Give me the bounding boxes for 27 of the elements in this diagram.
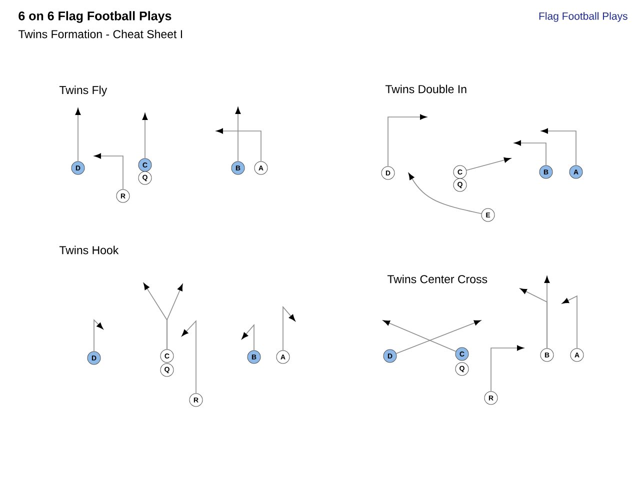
route-arrow [490,345,524,392]
play-title: Twins Hook [59,246,119,254]
route-arrow [383,320,456,352]
header-text: Flag Football Plays [539,12,628,22]
route-arrow [541,128,576,166]
route-arrow [94,153,124,190]
route-arrow [216,128,262,162]
route-arrow [182,320,196,394]
route-arrow [75,108,81,162]
route-arrow [242,324,254,351]
route-arrow [562,295,578,349]
route-arrow [282,306,296,351]
subtitle: Twins Formation - Cheat Sheet I [18,30,182,38]
route-arrow [514,140,546,166]
route-arrow [520,288,548,349]
route-arrow [94,319,104,352]
play-title: Twins Fly [59,86,108,96]
route-arrow [396,320,481,354]
route-arrow [166,284,183,350]
route-arrow [388,114,427,167]
route-arrow [142,113,148,159]
route-arrow [466,157,511,171]
route-arrow [408,173,482,214]
heading: 6 on 6 Flag Football Plays [18,11,172,23]
route-arrow [235,107,241,162]
play-title: Twins Center Cross [387,274,488,284]
play-title: Twins Double In [385,84,466,94]
